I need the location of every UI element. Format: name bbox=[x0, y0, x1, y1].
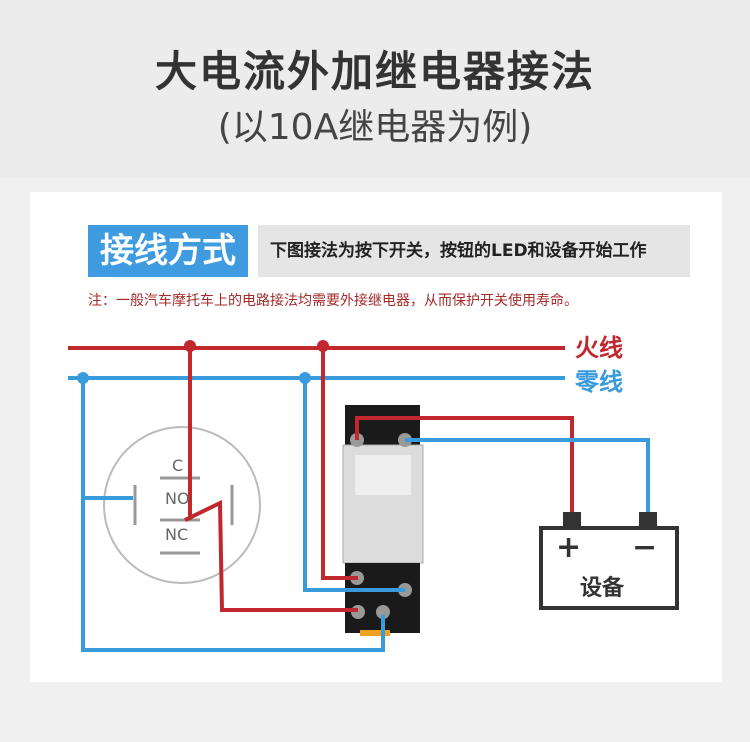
terminal-nc: NC bbox=[165, 525, 189, 544]
junction-dot bbox=[77, 372, 89, 384]
junction-dot bbox=[184, 340, 196, 352]
neutral-wire-label: 零线 bbox=[575, 368, 623, 396]
page-title: 大电流外加继电器接法 bbox=[154, 47, 595, 96]
terminal-c: C bbox=[172, 456, 184, 475]
junction-dot bbox=[299, 372, 311, 384]
header bbox=[0, 0, 750, 178]
note-text: 注：一般汽车摩托车上的电路接法均需要外接继电器，从而保护开关使用寿命。 bbox=[88, 293, 578, 309]
page-subtitle: (以10A继电器为例) bbox=[217, 107, 533, 148]
section-description: 下图接法为按下开关，按钮的LED和设备开始工作 bbox=[258, 225, 690, 277]
terminal-no: NO bbox=[165, 489, 190, 508]
section-tag: 接线方式 bbox=[88, 225, 248, 277]
battery-plus: + bbox=[556, 530, 582, 565]
battery-label: 设备 bbox=[580, 576, 625, 601]
junction-dot bbox=[317, 340, 329, 352]
battery-minus: − bbox=[632, 530, 658, 565]
wires bbox=[68, 346, 650, 652]
live-wire-label: 火线 bbox=[575, 334, 623, 362]
battery-icon bbox=[539, 512, 679, 610]
push-switch bbox=[103, 426, 261, 584]
